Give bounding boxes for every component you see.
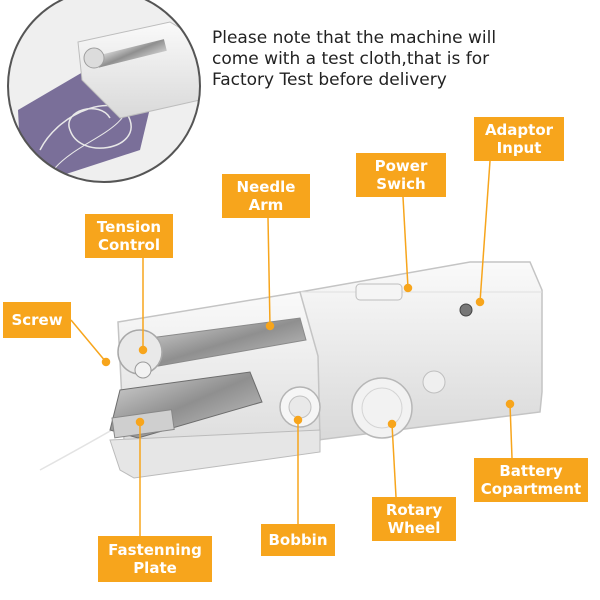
machine-body <box>299 261 543 441</box>
needle-dot <box>265 321 275 331</box>
rotary-wheel-shape <box>351 377 413 439</box>
test-cloth-note: Please note that the machine will come w… <box>212 28 497 90</box>
power-dot <box>403 283 413 293</box>
test-cloth-inset <box>7 0 201 183</box>
screw-dot <box>101 357 111 367</box>
label-needle-arm: Needle Arm <box>222 174 310 218</box>
battery-dot <box>505 399 515 409</box>
tension-dot <box>138 345 148 355</box>
adaptor-jack <box>459 303 473 317</box>
label-bobbin: Bobbin <box>261 524 335 556</box>
adaptor-dot <box>475 297 485 307</box>
leader-lines <box>70 160 515 536</box>
sewing-machine <box>39 261 543 479</box>
label-power-switch: Power Swich <box>356 153 446 197</box>
rotary-dot <box>387 419 397 429</box>
fastening-dot <box>135 417 145 427</box>
power-switch-shape <box>355 283 403 301</box>
label-battery-compartment: Battery Copartment <box>474 458 588 502</box>
label-rotary-wheel: Rotary Wheel <box>372 497 456 541</box>
label-adaptor-input: Adaptor Input <box>474 117 564 161</box>
bobbin-dot <box>293 415 303 425</box>
label-fastening-plate: Fastenning Plate <box>98 536 212 582</box>
label-tension-control: Tension Control <box>85 214 173 258</box>
label-screw: Screw <box>3 302 71 338</box>
